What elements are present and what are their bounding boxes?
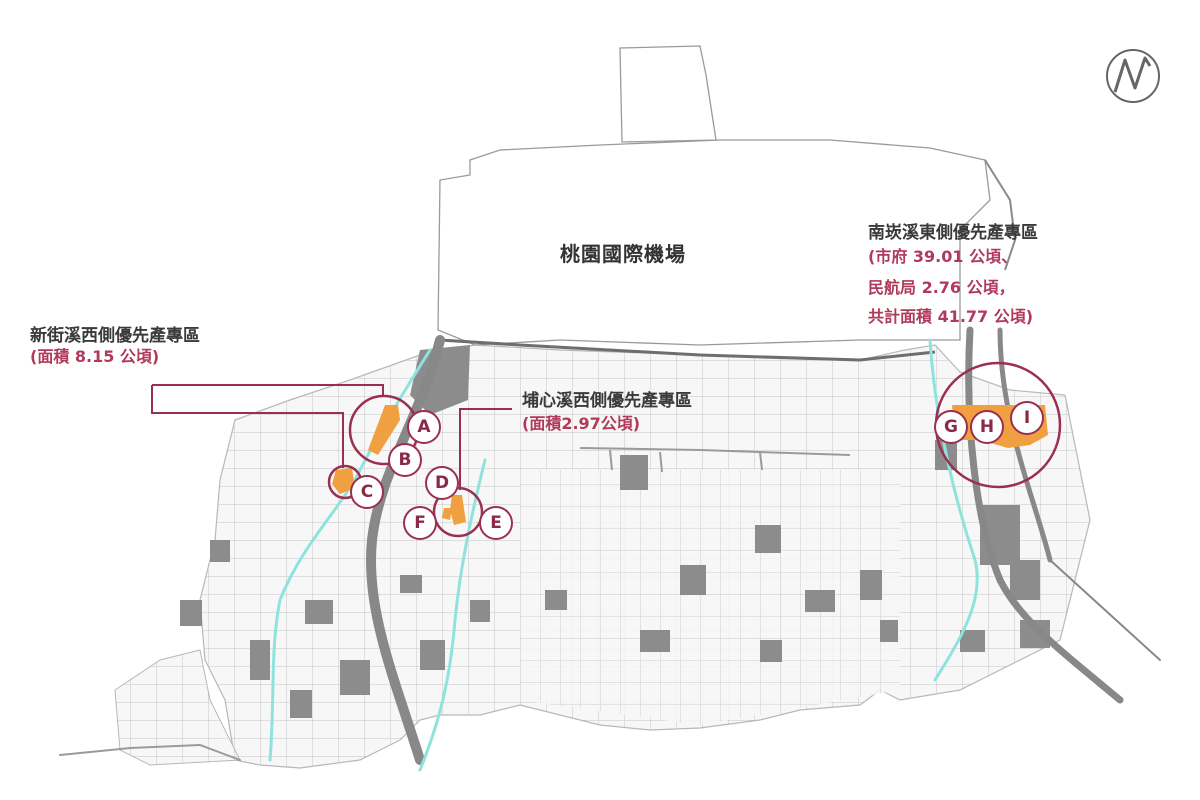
xinjie-zone-area: (面積 8.15 公頃): [30, 347, 160, 366]
marker-f[interactable]: F: [403, 506, 437, 540]
nankan-zone-line1: (市府 39.01 公頃、: [868, 247, 1018, 266]
marker-g[interactable]: G: [934, 410, 968, 444]
airport-boundary: [437, 139, 991, 346]
nankan-zone-line2: 民航局 2.76 公頃，: [868, 278, 1015, 297]
leader-line-puxin: [459, 408, 512, 490]
marker-d[interactable]: D: [425, 466, 459, 500]
airport-perimeter-road: [439, 338, 936, 362]
leader-line-xinjie: [151, 384, 384, 468]
airport-name: 桃園國際機場: [560, 242, 686, 266]
marker-a[interactable]: A: [407, 410, 441, 444]
zone-c-area: [332, 468, 355, 494]
nankan-zone-title: 南崁溪東側優先產專區: [868, 223, 1038, 243]
xinjie-zone-title: 新街溪西側優先產專區: [30, 326, 200, 346]
nankan-zone-line3: 共計面積 41.77 公頃): [868, 307, 1034, 326]
marker-h[interactable]: H: [970, 410, 1004, 444]
marker-b[interactable]: B: [388, 443, 422, 477]
puxin-zone-title: 埔心溪西側優先產專區: [522, 391, 692, 411]
north-arrow-icon: [1106, 49, 1160, 103]
zone-d-area: [450, 495, 466, 525]
marker-c[interactable]: C: [350, 475, 384, 509]
zone-f-area: [442, 508, 452, 520]
marker-i[interactable]: I: [1010, 401, 1044, 435]
marker-e[interactable]: E: [479, 506, 513, 540]
zone-a-area: [368, 405, 400, 455]
airport-north-extension: [619, 45, 717, 143]
puxin-zone-area: (面積2.97公頃): [522, 414, 641, 433]
building-blocks: [180, 345, 1050, 718]
